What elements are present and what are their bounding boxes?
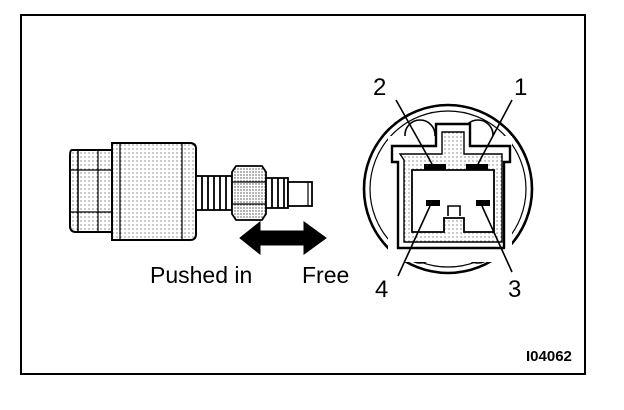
switch-body: [69, 142, 197, 241]
figure-code: I04062: [526, 348, 572, 365]
terminal-label-4: 4: [375, 276, 389, 303]
terminal-label-3: 3: [508, 276, 522, 303]
plunger-travel-arrow: [239, 220, 327, 256]
terminal-leader-lines: [395, 99, 513, 277]
connector-end-view: [362, 103, 534, 275]
free-label: Free: [302, 262, 350, 288]
threaded-shaft: [195, 165, 313, 221]
terminal-label-1: 1: [514, 74, 528, 101]
pushed-in-label: Pushed in: [150, 262, 253, 288]
terminal-label-2: 2: [373, 74, 387, 101]
